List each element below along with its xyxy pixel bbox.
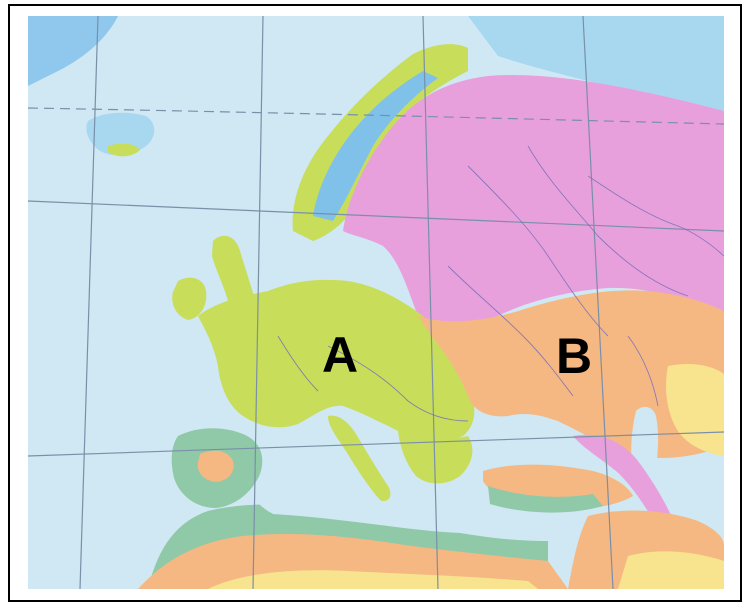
scandinavia-highland: [313, 71, 438, 221]
ireland: [172, 277, 207, 320]
sahara: [208, 570, 538, 589]
map-svg: A B: [28, 16, 724, 589]
balkans: [398, 431, 473, 484]
mediterranean-sea: [252, 469, 505, 534]
italy: [328, 415, 391, 502]
iceland-south: [108, 143, 140, 157]
black-sea: [479, 416, 572, 459]
iceland: [86, 112, 155, 156]
region-label-a: A: [322, 327, 358, 383]
arctic-circle: [28, 107, 724, 125]
arabia-desert: [618, 551, 724, 589]
north-africa-steppe: [138, 533, 568, 589]
central-europe-green: [198, 279, 475, 441]
graticule: [28, 16, 724, 589]
great-britain: [212, 235, 259, 336]
arctic-ocean-deep: [28, 16, 118, 86]
europe-map: A B: [28, 16, 724, 589]
iberia-interior: [197, 450, 234, 482]
rivers: [277, 145, 724, 422]
caucasus: [573, 434, 678, 536]
anatolia-coast: [488, 486, 603, 513]
region-label-b: B: [556, 328, 592, 384]
